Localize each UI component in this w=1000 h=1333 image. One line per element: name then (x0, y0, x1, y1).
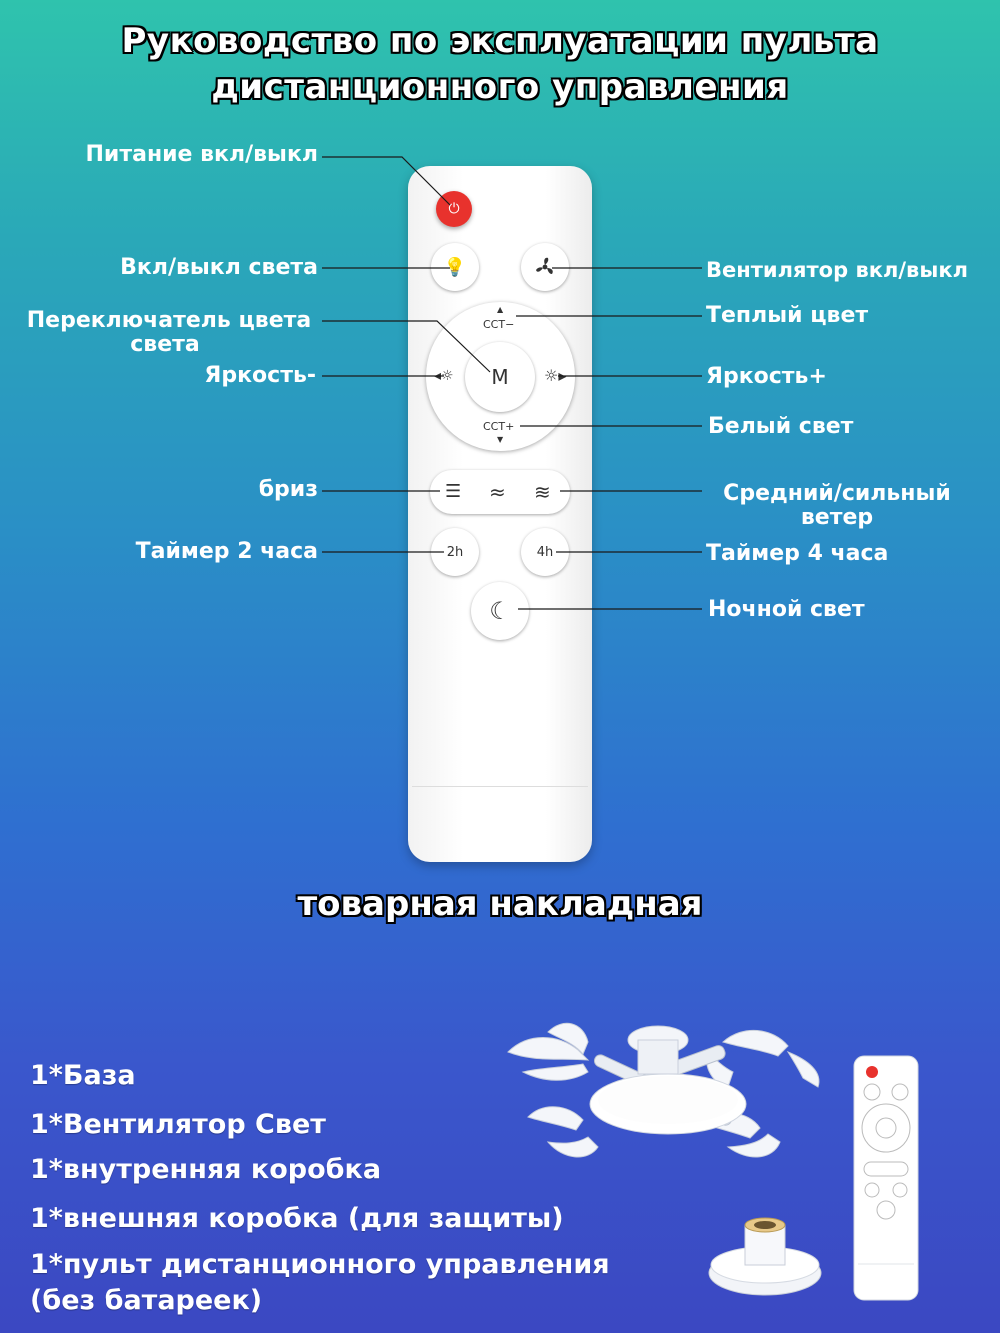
label-color-switch: Переключатель цвета света (8, 309, 330, 357)
cct-minus-label: CCT− (483, 318, 515, 331)
label-white: Белый свет (708, 414, 854, 439)
package-item-fan-light: 1*Вентилятор Свет (30, 1109, 326, 1140)
night-light-button[interactable]: ☾ (471, 582, 529, 640)
small-remote-image (853, 1055, 919, 1301)
cct-minus-button[interactable]: CCT− (483, 318, 514, 331)
leader-power (322, 156, 451, 206)
title-line-2: дистанционного управления (211, 67, 789, 107)
label-wind-line2: ветер (800, 505, 874, 530)
fan-icon (536, 257, 553, 274)
package-item-outer-box: 1*внешняя коробка (для защиты) (30, 1203, 564, 1234)
mode-label: M (491, 365, 509, 389)
waves-icon: ≋ (534, 480, 551, 504)
breeze-icon: ☰ (445, 481, 462, 502)
power-icon: ⏻ (448, 201, 460, 217)
label-fan-toggle: Вентилятор вкл/выкл (706, 258, 968, 282)
strong-wind-button[interactable]: ≋ (534, 480, 551, 504)
label-warm: Теплый цвет (706, 303, 869, 328)
timer-4h-label: 4h (536, 544, 554, 560)
label-brightness-minus: Яркость- (204, 363, 316, 388)
wind-speed-pill (430, 470, 570, 514)
label-wind-line1: Средний/сильный (723, 481, 951, 506)
section-title: товарная накладная (297, 884, 703, 924)
light-toggle-button[interactable]: 💡 (431, 243, 479, 291)
label-timer2: Таймер 2 часа (135, 539, 318, 564)
arrow-up-icon: ▲ (497, 305, 504, 314)
timer-2h-label: 2h (446, 544, 464, 560)
label-power: Питание вкл/выкл (85, 142, 318, 167)
label-timer4: Таймер 4 часа (706, 541, 889, 566)
fan-toggle-button[interactable] (521, 243, 569, 291)
label-color-switch-line2: света (130, 332, 200, 357)
cct-plus-button[interactable]: CCT+ (483, 420, 514, 433)
wave-icon: ≈ (489, 480, 506, 504)
label-color-switch-line1: Переключатель цвета (26, 308, 312, 333)
package-item-remote: 1*пульт дистанционного управления (30, 1249, 610, 1280)
breeze-button[interactable]: ☰ (445, 481, 461, 502)
arrow-down-icon: ▼ (497, 435, 504, 444)
bulb-icon: 💡 (443, 256, 467, 278)
label-night: Ночной свет (708, 597, 865, 622)
mode-button[interactable]: M (465, 342, 535, 412)
package-item-base: 1*База (30, 1060, 136, 1091)
sun-large-icon: ☼▸ (544, 366, 567, 385)
label-breeze: бриз (258, 477, 318, 502)
cct-plus-label: CCT+ (483, 420, 515, 433)
moon-icon: ☾ (489, 597, 511, 625)
title-line-1: Руководство по эксплуатации пульта (121, 21, 879, 61)
label-light-toggle: Вкл/выкл света (120, 255, 318, 280)
package-item-inner-box: 1*внутренняя коробка (30, 1154, 382, 1185)
brightness-plus-button[interactable]: ☼▸ (544, 366, 566, 385)
label-brightness-plus: Яркость+ (706, 364, 827, 389)
leader-color (322, 320, 491, 373)
page-title: Руководство по эксплуатации пульта диста… (0, 18, 1000, 110)
label-wind: Средний/сильный ветер (706, 482, 968, 530)
package-item-no-batteries: (без батареек) (30, 1285, 263, 1316)
remote-battery-seam (412, 786, 588, 787)
medium-wind-button[interactable]: ≈ (489, 480, 506, 504)
fan-light-image (507, 1022, 820, 1158)
socket-base-image (708, 1217, 822, 1296)
